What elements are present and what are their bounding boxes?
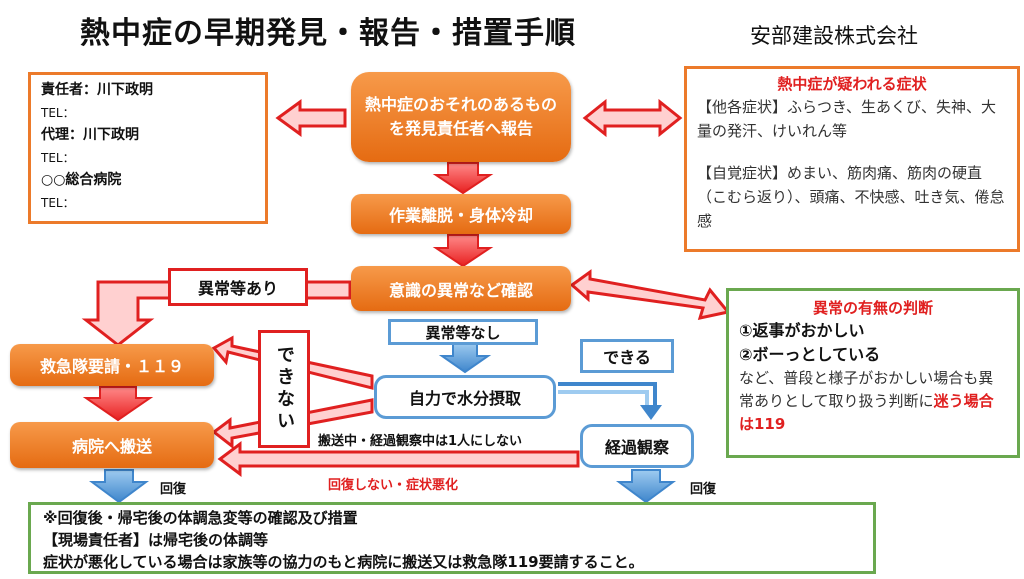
- judgement-item-1: ①返事がおかしい: [739, 321, 865, 340]
- observation-box: 経過観察: [580, 424, 694, 468]
- recovered-right-label: 回復: [690, 482, 717, 497]
- arrow-ambulance-hospital: [82, 386, 154, 422]
- follow-up-line-3: 症状が悪化している場合は家族等の協力のもと病院に搬送又は救急隊119要請すること…: [43, 553, 644, 571]
- arrow-discover-symptoms: [582, 98, 683, 138]
- observation-text: 経過観察: [604, 438, 669, 457]
- follow-up-line-2: 【現場責任者】は帰宅後の体調等: [43, 531, 269, 549]
- cannot-label-box: できない: [258, 330, 310, 448]
- arrow-discover-cool: [432, 162, 494, 195]
- arrow-to-contacts: [275, 99, 347, 137]
- normal-label: 異常等なし: [425, 323, 501, 342]
- discover-text: 熱中症のおそれのあるものを発見責任者へ報告: [365, 95, 558, 138]
- can-label-box: できる: [580, 339, 674, 373]
- judgement-text-block: など、普段と様子がおかしい場合も異常ありとして取り扱う判断に迷う場合は119: [739, 367, 1007, 436]
- arrow-check-water: [438, 342, 492, 374]
- contacts-box: 責任者：川下政明 TEL： 代理：川下政明 TEL： ○○総合病院 TEL：: [28, 72, 268, 224]
- arrow-cool-check: [432, 234, 494, 268]
- responsible-person: 責任者：川下政明: [41, 82, 153, 98]
- not-recovered-label: 回復しない・症状悪化: [328, 478, 459, 493]
- consciousness-check-box: 意識の異常など確認: [351, 266, 571, 311]
- hospital-name: ○○総合病院: [41, 172, 122, 188]
- cannot-label: できない: [274, 345, 295, 433]
- arrow-not-recovered: [217, 441, 580, 477]
- deputy-person: 代理：川下政明: [41, 127, 139, 143]
- follow-up-line-1: ※回復後・帰宅後の体調急変等の確認及び措置: [43, 509, 358, 527]
- drink-water-text: 自力で水分摂取: [408, 389, 521, 408]
- judgement-heading: 異常の有無の判断: [812, 299, 933, 317]
- judgement-box: 異常の有無の判断 ①返事がおかしい ②ボーっとしている など、普段と様子がおかし…: [726, 288, 1020, 458]
- arrow-check-judgement: [569, 269, 731, 320]
- not-alone-note: 搬送中・経過観察中は1人にしない: [318, 434, 523, 449]
- symptoms-heading: 熱中症が疑われる症状: [777, 75, 927, 93]
- abnormal-label: 異常等あり: [197, 279, 278, 298]
- cool-down-text: 作業離脱・身体冷却: [388, 206, 533, 225]
- arrow-can-observe: [558, 382, 657, 405]
- hospital-transport-box: 病院へ搬送: [10, 422, 214, 468]
- tel-deputy: TEL：: [41, 151, 75, 165]
- tel-hospital: TEL：: [41, 196, 75, 210]
- ambulance-box: 救急隊要請・１１９: [10, 344, 214, 386]
- discover-report-box: 熱中症のおそれのあるものを発見責任者へ報告: [351, 72, 571, 162]
- hospital-transport-text: 病院へ搬送: [71, 437, 152, 456]
- follow-up-box: ※回復後・帰宅後の体調急変等の確認及び措置 【現場責任者】は帰宅後の体調等 症状…: [28, 502, 876, 574]
- consciousness-check-text: 意識の異常など確認: [388, 280, 533, 300]
- normal-label-box: 異常等なし: [388, 319, 538, 345]
- cool-down-box: 作業離脱・身体冷却: [351, 194, 571, 234]
- tel-responsible: TEL：: [41, 106, 75, 120]
- ambulance-text: 救急隊要請・１１９: [39, 357, 184, 376]
- can-label: できる: [603, 348, 651, 367]
- drink-water-box: 自力で水分摂取: [374, 375, 556, 419]
- arrow-recover-right: [615, 469, 677, 504]
- symptoms-box: 熱中症が疑われる症状 【他各症状】ふらつき、生あくび、失神、大量の発汗、けいれん…: [684, 66, 1020, 252]
- symptoms-self: 【自覚症状】めまい、筋肉痛、筋肉の硬直（こむら返り）、頭痛、不快感、吐き気、倦怠…: [697, 164, 1005, 230]
- judgement-item-2: ②ボーっとしている: [739, 345, 881, 364]
- symptoms-other: 【他各症状】ふらつき、生あくび、失神、大量の発汗、けいれん等: [697, 98, 996, 140]
- judgement-emphasis: 迷う場合は119: [739, 392, 994, 433]
- recovered-left-label: 回復: [160, 482, 187, 497]
- arrow-recover-left: [88, 469, 150, 504]
- judgement-text: など、普段と様子がおかしい場合も異常ありとして取り扱う判断に: [739, 369, 994, 410]
- company-name: 安部建設株式会社: [750, 24, 918, 48]
- page-title: 熱中症の早期発見・報告・措置手順: [80, 16, 576, 51]
- abnormal-label-box: 異常等あり: [168, 268, 308, 306]
